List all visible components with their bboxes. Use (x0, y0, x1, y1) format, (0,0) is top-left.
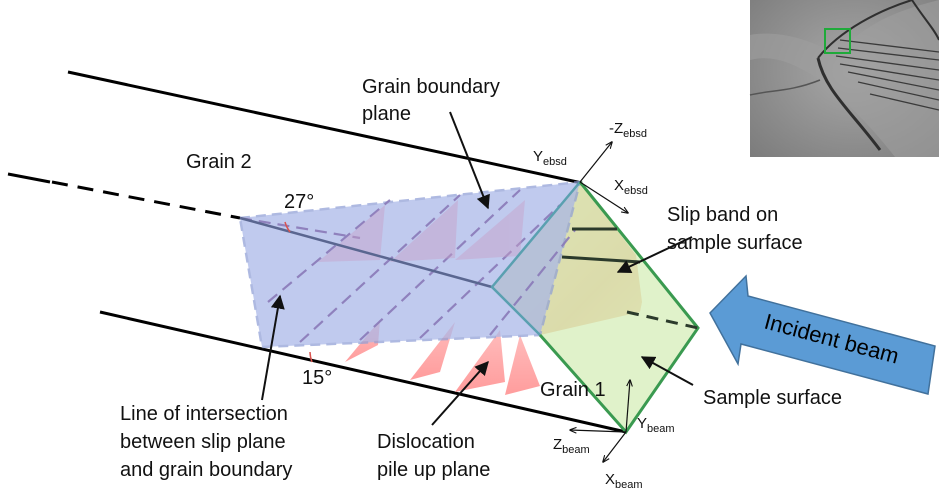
slip-traces (239, 189, 576, 343)
intersection-label-line2: between slip plane (120, 431, 286, 453)
neg-z-ebsd-label: -Zebsd (609, 120, 647, 140)
boundary-edge (490, 181, 581, 336)
slip-band-label-line2: sample surface (667, 232, 803, 254)
grain-boundary-lines (7, 70, 627, 434)
y-beam-label: Ybeam (637, 415, 675, 435)
beam-axes (570, 380, 630, 462)
z-beam-label: Zbeam (553, 436, 590, 456)
inset-micrograph (749, 0, 939, 157)
y-ebsd-label: Yebsd (533, 148, 567, 168)
pileup-label-line2: pile up plane (377, 459, 490, 481)
ebsd-axes (579, 142, 628, 213)
intersection-label-line1: Line of intersection (120, 403, 288, 425)
inset-region-box (824, 28, 851, 54)
sample-surface-label: Sample surface (703, 387, 842, 409)
intersection-label-line3: and grain boundary (120, 459, 292, 481)
grain-boundary-label-line2: plane (362, 103, 411, 125)
slip-band-label-line1: Slip band on (667, 204, 778, 226)
angle-27-arc (284, 221, 291, 233)
angle-15-label: 15° (302, 367, 332, 389)
angle-15-arc (309, 351, 313, 363)
grain2-label: Grain 2 (186, 151, 252, 173)
incident-beam-arrow: Incident beam (709, 274, 936, 395)
grain-boundary-label-line1: Grain boundary (362, 76, 500, 98)
intersection-line (239, 216, 493, 289)
slip-overlap-shapes (318, 200, 525, 262)
pointer-arrows (261, 111, 694, 426)
x-beam-label: Xbeam (605, 471, 643, 491)
grain1-label: Grain 1 (540, 379, 606, 401)
x-ebsd-label: Xebsd (614, 177, 648, 197)
sample-surface-outline (538, 181, 700, 435)
axis-labels: Yebsd -Zebsd Xebsd Ybeam Zbeam Xbeam (533, 120, 675, 491)
pileup-label-line1: Dislocation (377, 431, 475, 453)
angle-27-label: 27° (284, 191, 314, 213)
text-labels: Grain boundary plane Grain 2 27° 15° Sli… (120, 76, 842, 481)
